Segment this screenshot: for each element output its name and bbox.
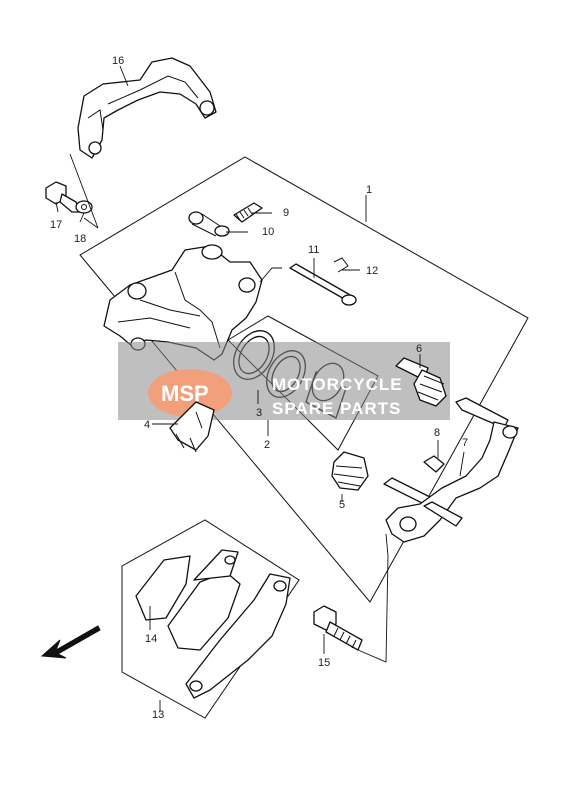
bleeder-cap bbox=[188, 211, 230, 237]
callout-15: 15 bbox=[318, 657, 330, 669]
watermark-line1: MOTORCYCLE bbox=[272, 375, 403, 394]
callout-4: 4 bbox=[144, 419, 150, 431]
callout-6: 6 bbox=[416, 343, 422, 355]
callout-9: 9 bbox=[283, 207, 289, 219]
callout-5: 5 bbox=[339, 499, 345, 511]
watermark: MSP MOTORCYCLE SPARE PARTS bbox=[118, 342, 450, 420]
callout-2: 2 bbox=[264, 439, 270, 451]
callout-8: 8 bbox=[434, 427, 440, 439]
callout-18: 18 bbox=[74, 233, 86, 245]
direction-arrow bbox=[40, 625, 101, 659]
callout-1: 1 bbox=[366, 184, 372, 196]
callout-3: 3 bbox=[256, 407, 262, 419]
caliper-body bbox=[103, 244, 263, 361]
piston-boot bbox=[331, 451, 369, 491]
callout-17: 17 bbox=[50, 219, 62, 231]
bleeder-screw bbox=[233, 202, 263, 223]
slide-pin bbox=[289, 263, 357, 306]
assembly-frame-1 bbox=[79, 156, 529, 603]
bracket-bolt bbox=[45, 181, 81, 213]
callout-13: 13 bbox=[152, 709, 164, 721]
retainer-clip bbox=[423, 455, 445, 473]
watermark-line2: SPARE PARTS bbox=[272, 399, 401, 418]
pad-spring bbox=[169, 401, 215, 453]
caliper-holder bbox=[383, 397, 519, 543]
mounting-bolt bbox=[313, 605, 363, 651]
callout-14: 14 bbox=[145, 633, 157, 645]
leader-lines bbox=[55, 65, 465, 712]
brake-pads bbox=[135, 549, 291, 699]
watermark-logo: MSP bbox=[161, 381, 209, 406]
callout-11: 11 bbox=[308, 244, 319, 256]
pin-clip bbox=[333, 257, 349, 273]
caliper-bracket bbox=[77, 57, 217, 159]
callout-10: 10 bbox=[262, 226, 274, 238]
callout-labels: 1 2 3 4 5 6 7 8 9 10 11 12 13 14 15 16 1… bbox=[50, 55, 468, 721]
callout-7: 7 bbox=[462, 437, 468, 449]
callout-16: 16 bbox=[112, 55, 124, 67]
callout-12: 12 bbox=[366, 265, 378, 277]
slide-boot bbox=[395, 357, 447, 407]
